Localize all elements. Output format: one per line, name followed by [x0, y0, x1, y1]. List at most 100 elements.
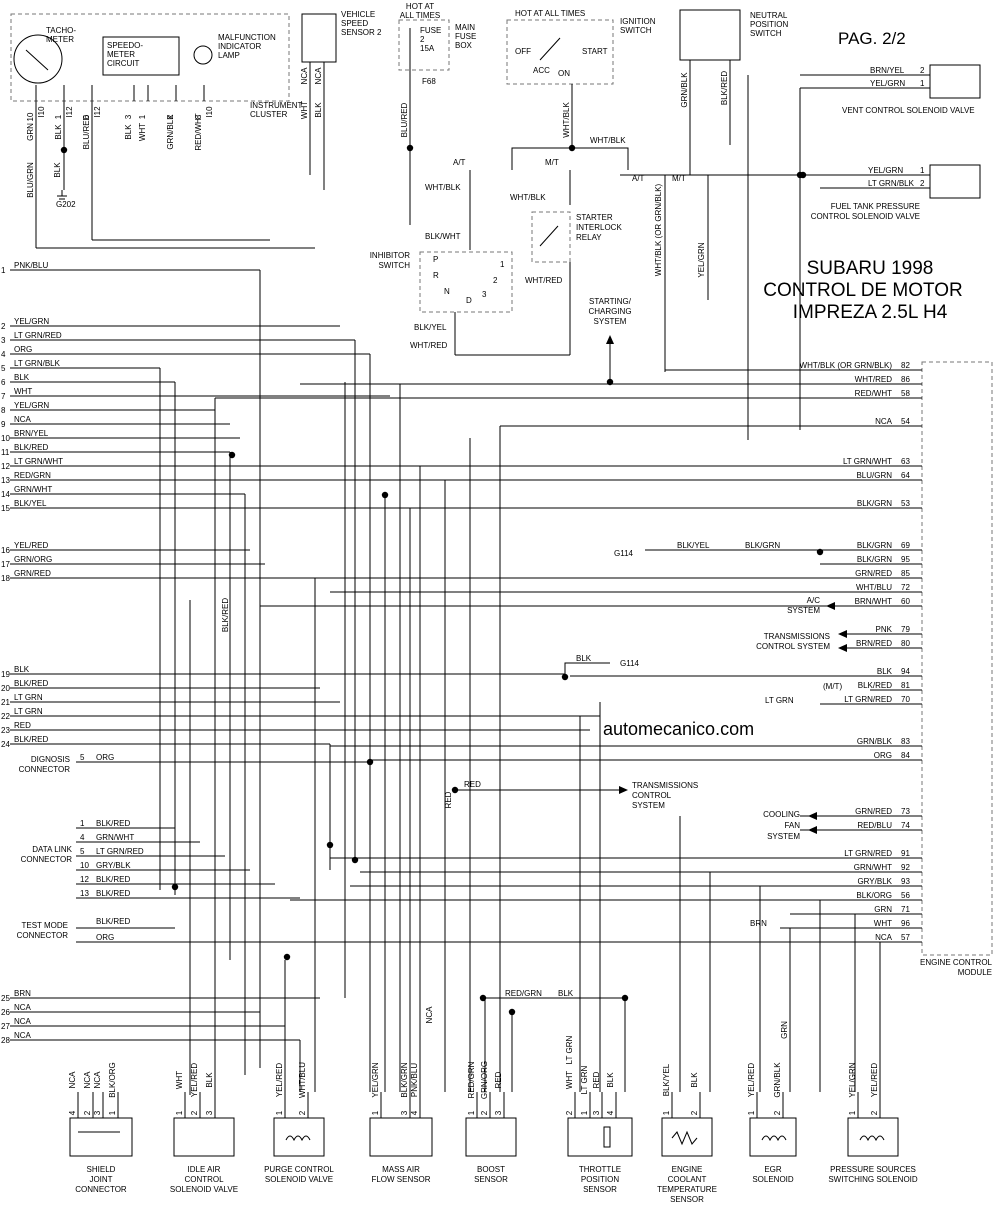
wire-label-at: A/T — [632, 174, 645, 183]
bottom-component-box — [69, 1117, 133, 1157]
bottom-pin-number: 1 — [848, 1110, 857, 1115]
left-pin-wire-label: LT GRN/BLK — [14, 359, 61, 368]
wire-g114-b — [564, 662, 610, 677]
left-pin-number: 23 — [1, 726, 10, 735]
thermistor-icon — [671, 1130, 698, 1146]
ecm-pin-wire-label: WHT/BLK (OR GRN/BLK) — [800, 361, 893, 370]
tachometer-icon — [13, 34, 63, 84]
left-pin-wire-label: ORG — [14, 345, 32, 354]
left-pin-number: 6 — [1, 378, 6, 387]
arrow-right-icon — [619, 786, 628, 794]
left-pin-number: 26 — [1, 1008, 10, 1017]
bottom-pin-number: 2 — [773, 1110, 782, 1115]
bottom-pin-wire-label: GRN/ORG — [480, 1061, 489, 1099]
cluster-pin-wire-label: GRN/BLK — [166, 114, 175, 150]
splice-dot — [508, 1008, 516, 1016]
left-pin-wire-label: BLK — [14, 665, 30, 674]
left-pin-wire-label: LT GRN — [14, 707, 43, 716]
cluster-pin-wire-label: WHT — [138, 123, 147, 141]
solenoid-coil-icon — [761, 1135, 787, 1142]
data-link-wire-label: LT GRN/RED — [96, 847, 144, 856]
neutral-switch-box — [679, 9, 741, 61]
ecm-pin-wire-label: BLK/GRN — [857, 541, 892, 550]
bottom-pin-number: 1 — [747, 1110, 756, 1115]
bottom-pin-wire-label: LT GRN — [580, 1065, 589, 1094]
fuel-wire-label: LT GRN/BLK — [868, 179, 915, 188]
wire-label: YEL/GRN — [697, 242, 706, 277]
inhibitor-position-label: P — [433, 255, 438, 264]
inhibitor-position-label: 1 — [500, 260, 505, 269]
ecm-pin-number: 91 — [901, 849, 910, 858]
bottom-pin-wire-label: WHT/BLU — [298, 1062, 307, 1098]
left-pin-wire-label: BLK — [14, 373, 30, 382]
left-pin-number: 19 — [1, 670, 10, 679]
ecm-pin-wire-label: NCA — [875, 417, 893, 426]
left-pin-wire-label: LT GRN — [14, 693, 43, 702]
ignition-on-label: ON — [558, 69, 570, 78]
wire-label: BRN — [750, 919, 767, 928]
arrow-left-icon — [838, 630, 847, 638]
wire-label: LT GRN — [765, 696, 794, 705]
bottom-pin-number: 2 — [298, 1110, 307, 1115]
bottom-pin-wire-label: WHT — [175, 1071, 184, 1089]
splice-dot — [228, 451, 236, 459]
ecm-pin-wire-label: GRN/RED — [855, 807, 892, 816]
wire-label: RED — [464, 780, 481, 789]
ecm-pin-wire-label: BRN/RED — [856, 639, 892, 648]
bottom-pin-number: 1 — [467, 1110, 476, 1115]
data-link-wire-label: GRN/WHT — [96, 833, 134, 842]
splice-dot — [381, 491, 389, 499]
title-line-1: SUBARU 1998 — [807, 258, 934, 279]
ecm-pin-wire-label: LT GRN/WHT — [843, 457, 892, 466]
ecm-pin-number: 69 — [901, 541, 910, 550]
ecm-pin-number: 63 — [901, 457, 910, 466]
ecm-pin-number: 54 — [901, 417, 910, 426]
ecm-pin-wire-label: WHT/RED — [855, 375, 893, 384]
bottom-component-box — [661, 1117, 713, 1157]
inhibitor-position-label: 2 — [493, 276, 498, 285]
ecm-pin-wire-label: BLK/GRN — [857, 555, 892, 564]
ecm-pin-number: 85 — [901, 569, 910, 578]
bottom-pin-wire-label: WHT — [565, 1071, 574, 1089]
vent-pin-number: 2 — [920, 66, 925, 75]
data-link-wire-label: GRY/BLK — [96, 861, 131, 870]
left-pin-number: 17 — [1, 560, 10, 569]
ecm-pin-number: 92 — [901, 863, 910, 872]
bottom-pin-number: 2 — [480, 1110, 489, 1115]
title-line-3: IMPREZA 2.5L H4 — [793, 302, 948, 323]
left-pin-number: 1 — [1, 266, 6, 275]
left-pin-number: 21 — [1, 698, 10, 707]
wire-label-mt: M/T — [545, 158, 559, 167]
bottom-pin-wire-label: RED — [592, 1071, 601, 1088]
ecm-pin-wire-label: RED/BLU — [857, 821, 892, 830]
left-pin-number: 9 — [1, 420, 6, 429]
bottom-pin-number: 2 — [690, 1110, 699, 1115]
bottom-component-box — [567, 1117, 633, 1157]
ecm-pin-number: 58 — [901, 389, 910, 398]
left-pin-wire-label: GRN/WHT — [14, 485, 52, 494]
data-link-wire-label: BLK/RED — [96, 819, 130, 828]
vent-valve-box — [929, 64, 981, 99]
bottom-pin-number: 4 — [410, 1110, 419, 1115]
wire-label-nca: NCA — [425, 1006, 434, 1024]
ground-g114-label: G114 — [614, 549, 634, 558]
hot-at-all-times-label-2: HOT AT ALL TIMES — [515, 9, 585, 18]
bottom-pin-number: 1 — [371, 1110, 380, 1115]
left-pin-wire-label: BRN/YEL — [14, 429, 49, 438]
left-pin-number: 18 — [1, 574, 10, 583]
ecm-pin-number: 81 — [901, 681, 910, 690]
bottom-pin-wire-label: RED — [494, 1071, 503, 1088]
splice-dot — [60, 146, 68, 154]
inhibitor-position-label: 3 — [482, 290, 487, 299]
left-pin-number: 22 — [1, 712, 10, 721]
